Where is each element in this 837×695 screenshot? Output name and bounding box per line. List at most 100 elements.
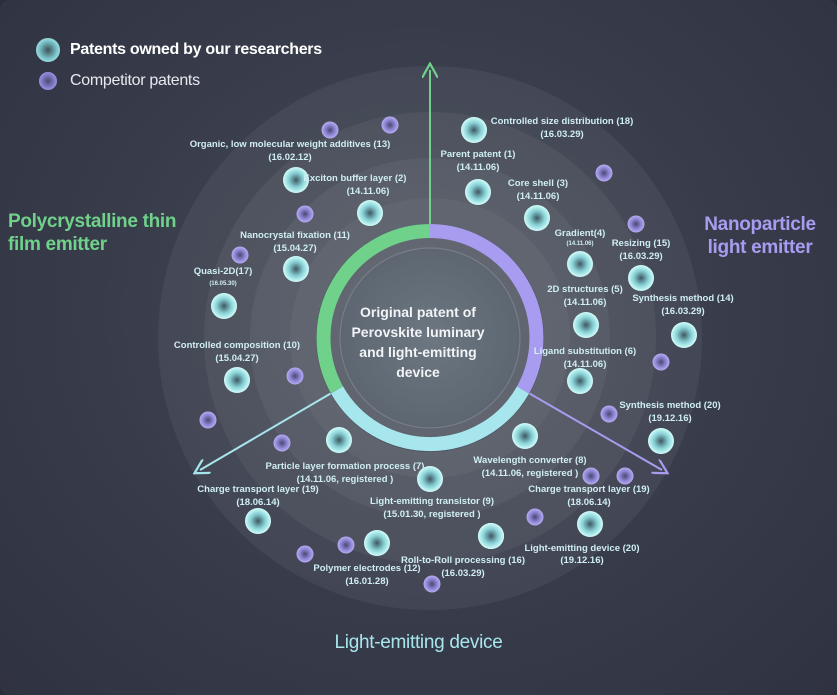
patent-date-p1: (14.11.06) bbox=[457, 162, 500, 173]
arrow-bottom-branch bbox=[200, 387, 341, 470]
patent-name-p3: Core shell (3) bbox=[508, 178, 568, 189]
patent-name-p14: Synthesis method (14) bbox=[632, 293, 733, 304]
own-patent-bubble-p12[interactable] bbox=[364, 530, 390, 556]
own-patent-dot-icon bbox=[36, 38, 60, 62]
competitor-patent-bubble[interactable] bbox=[199, 411, 217, 429]
own-patent-bubble-p16[interactable] bbox=[478, 523, 504, 549]
patent-date-p19a: (18.06.14) bbox=[236, 497, 279, 508]
legend: Patents owned by our researchers Competi… bbox=[36, 38, 322, 100]
patent-bubbles bbox=[199, 116, 697, 593]
competitor-patent-bubble[interactable] bbox=[423, 575, 441, 593]
own-patent-bubble-p7[interactable] bbox=[326, 427, 352, 453]
category-left-label: Polycrystalline thin film emitter bbox=[8, 211, 177, 255]
patent-date-p10: (15.04.27) bbox=[215, 353, 258, 364]
patent-date-p17: (16.05.30) bbox=[209, 281, 236, 287]
patent-name-p20a: Synthesis method (20) bbox=[619, 400, 720, 411]
legend-own: Patents owned by our researchers bbox=[36, 38, 322, 62]
patent-name-p18: Controlled size distribution (18) bbox=[491, 116, 634, 127]
patent-name-p10: Controlled composition (10) bbox=[174, 340, 300, 351]
patent-date-p14: (16.03.29) bbox=[661, 306, 704, 317]
competitor-patent-bubble[interactable] bbox=[296, 205, 314, 223]
patent-date-p12: (16.01.28) bbox=[345, 576, 388, 587]
competitor-patent-bubble[interactable] bbox=[231, 246, 249, 264]
patent-name-p17: Quasi-2D(17) bbox=[194, 266, 253, 277]
patent-name-p5: 2D structures (5) bbox=[547, 284, 623, 295]
own-patent-bubble-p11[interactable] bbox=[283, 256, 309, 282]
arrow-right-branch bbox=[519, 387, 662, 470]
legend-own-label: Patents owned by our researchers bbox=[70, 41, 322, 58]
patent-name-p15: Resizing (15) bbox=[612, 238, 671, 249]
patent-name-p8: Wavelength converter (8) bbox=[473, 455, 586, 466]
legend-competitor: Competitor patents bbox=[36, 72, 322, 90]
patent-date-p19b: (18.06.14) bbox=[567, 497, 610, 508]
competitor-patent-bubble[interactable] bbox=[627, 215, 645, 233]
patent-name-p2: Exciton buffer layer (2) bbox=[304, 173, 407, 184]
competitor-patent-bubble[interactable] bbox=[321, 121, 339, 139]
own-patent-bubble-p19a[interactable] bbox=[245, 508, 271, 534]
patent-date-p9: (15.01.30, registered ) bbox=[383, 509, 480, 520]
own-patent-bubble-p19b[interactable] bbox=[577, 511, 603, 537]
own-patent-bubble-p20a[interactable] bbox=[648, 428, 674, 454]
own-patent-bubble-p13[interactable] bbox=[283, 167, 309, 193]
patent-date-p7: (14.11.06, registered ) bbox=[297, 474, 394, 485]
competitor-patent-bubble[interactable] bbox=[595, 164, 613, 182]
patent-date-p16: (16.03.29) bbox=[441, 568, 484, 579]
own-patent-bubble-p15[interactable] bbox=[628, 265, 654, 291]
competitor-patent-bubble[interactable] bbox=[582, 467, 600, 485]
patent-name-p19a: Charge transport layer (19) bbox=[197, 484, 318, 495]
own-patent-bubble-p1[interactable] bbox=[465, 179, 491, 205]
patent-date-p18: (16.03.29) bbox=[540, 129, 583, 140]
own-patent-bubble-p5[interactable] bbox=[573, 312, 599, 338]
patent-date-p6: (14.11.06) bbox=[564, 359, 607, 370]
patent-name-p13: Organic, low molecular weight additives … bbox=[190, 139, 391, 150]
patent-date-p15: (16.03.29) bbox=[619, 251, 662, 262]
competitor-patent-bubble[interactable] bbox=[337, 536, 355, 554]
own-patent-bubble-p17[interactable] bbox=[211, 293, 237, 319]
competitor-patent-bubble[interactable] bbox=[286, 367, 304, 385]
competitor-patent-bubble[interactable] bbox=[616, 467, 634, 485]
competitor-patent-bubble[interactable] bbox=[381, 116, 399, 134]
competitor-patent-bubble[interactable] bbox=[526, 508, 544, 526]
competitor-patent-bubble[interactable] bbox=[273, 434, 291, 452]
patent-date-p4: (14.11.06) bbox=[566, 241, 593, 247]
patent-date-p13: (16.02.12) bbox=[268, 152, 311, 163]
patent-name-p12: Polymer electrodes (12) bbox=[313, 563, 420, 574]
category-bottom-label: Light-emitting device bbox=[334, 632, 503, 653]
center-ring-green-segment bbox=[316, 224, 431, 394]
patent-name-p1: Parent patent (1) bbox=[441, 149, 516, 160]
patent-name-p6: Ligand substitution (6) bbox=[534, 346, 636, 357]
patent-date-p11: (15.04.27) bbox=[273, 243, 316, 254]
own-patent-bubble-p6[interactable] bbox=[567, 368, 593, 394]
patent-name-p20b: Light-emitting device (20) bbox=[524, 543, 639, 554]
patent-date-p2: (14.11.06) bbox=[347, 186, 390, 197]
competitor-patent-dot-icon bbox=[39, 72, 57, 90]
own-patent-bubble-p4[interactable] bbox=[567, 251, 593, 277]
patent-name-p19b: Charge transport layer (19) bbox=[528, 484, 649, 495]
own-patent-bubble-p10[interactable] bbox=[224, 367, 250, 393]
patent-name-p16: Roll-to-Roll processing (16) bbox=[401, 555, 525, 566]
patent-labels: Organic, low molecular weight additives … bbox=[174, 116, 734, 587]
patent-date-p20a: (19.12.16) bbox=[648, 413, 691, 424]
patent-name-p4: Gradient(4) bbox=[555, 228, 606, 239]
center-ring-purple-segment bbox=[429, 224, 544, 394]
patent-name-p9: Light-emitting transistor (9) bbox=[370, 496, 494, 507]
own-patent-bubble-p18[interactable] bbox=[461, 117, 487, 143]
category-right-label: Nanoparticle light emitter bbox=[704, 214, 816, 258]
competitor-patent-bubble[interactable] bbox=[296, 545, 314, 563]
own-patent-bubble-p8[interactable] bbox=[512, 423, 538, 449]
center-ring-cyan-segment bbox=[330, 386, 530, 452]
center-disc bbox=[339, 247, 521, 429]
patent-date-p8: (14.11.06, registered ) bbox=[482, 468, 579, 479]
competitor-patent-bubble[interactable] bbox=[652, 353, 670, 371]
patent-date-p5: (14.11.06) bbox=[564, 297, 607, 308]
own-patent-bubble-p9[interactable] bbox=[417, 466, 443, 492]
competitor-patent-bubble[interactable] bbox=[600, 405, 618, 423]
own-patent-bubble-p14[interactable] bbox=[671, 322, 697, 348]
own-patent-bubble-p3[interactable] bbox=[524, 205, 550, 231]
patent-date-p20b: (19.12.16) bbox=[560, 555, 603, 566]
patent-name-p7: Particle layer formation process (7) bbox=[266, 461, 425, 472]
patent-date-p3: (14.11.06) bbox=[517, 191, 560, 202]
own-patent-bubble-p2[interactable] bbox=[357, 200, 383, 226]
